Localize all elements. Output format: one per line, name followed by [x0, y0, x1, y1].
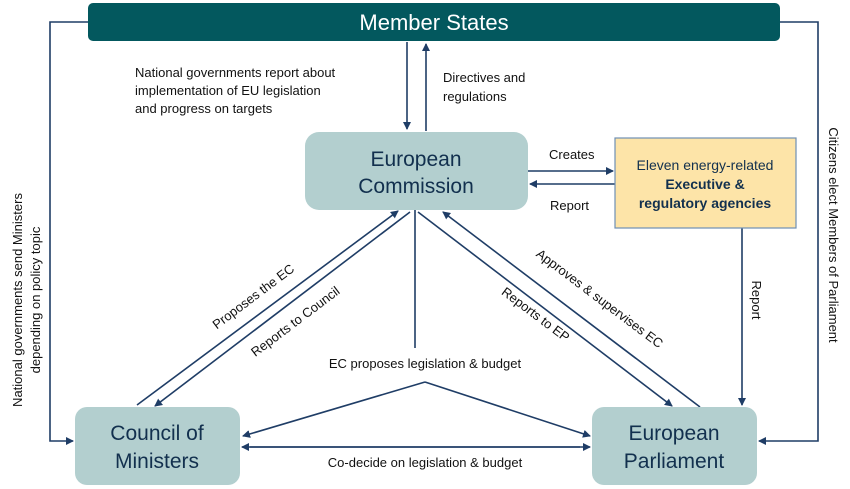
national-report-label-1: National governments report about: [135, 65, 336, 80]
agencies-node: Eleven energy-related Executive & regula…: [614, 137, 797, 229]
council-title-2: Ministers: [115, 450, 199, 473]
right-citizens-arrow: [758, 21, 819, 445]
national-report-label-2: implementation of EU legislation: [135, 83, 321, 98]
proposes-ec-arrow: [136, 210, 399, 406]
member-states-node: Member States: [88, 3, 780, 41]
reports-council-arrow: [154, 211, 411, 407]
report-down-label: Report: [749, 280, 764, 319]
national-report-label-3: and progress on targets: [135, 101, 273, 116]
agencies-line-3: regulatory agencies: [639, 195, 771, 211]
agencies-line-2: Executive &: [665, 176, 744, 192]
ec-proposes-council-arrow: [242, 381, 426, 438]
approves-arrow: [442, 211, 701, 408]
right-side-label: Citizens elect Members of Parliament: [826, 127, 841, 343]
left-side-label-2: depending on policy topic: [28, 226, 43, 373]
agency-report-label: Report: [550, 198, 589, 213]
reports-ep-label: Reports to EP: [499, 284, 573, 345]
codecide-label: Co-decide on legislation & budget: [328, 455, 523, 470]
ec-proposes-ep-arrow: [424, 381, 591, 438]
left-ministers-arrow: [49, 21, 88, 445]
commission-title-1: European: [370, 148, 461, 171]
ec-proposes-label: EC proposes legislation & budget: [329, 356, 522, 371]
parliament-node: European Parliament: [592, 407, 757, 485]
member-states-title: Member States: [359, 10, 508, 35]
agencies-line-1: Eleven energy-related: [637, 157, 774, 173]
parliament-title-1: European: [628, 422, 719, 445]
creates-label: Creates: [549, 147, 595, 162]
council-node: Council of Ministers: [75, 407, 240, 485]
left-side-label-1: National governments send Ministers: [10, 193, 25, 407]
directives-label-2: regulations: [443, 89, 507, 104]
connectors: [49, 21, 819, 451]
reports-ep-arrow: [417, 211, 673, 407]
commission-node: European Commission: [305, 132, 528, 210]
parliament-title-2: Parliament: [624, 450, 725, 473]
directives-label-1: Directives and: [443, 70, 525, 85]
council-title-1: Council of: [110, 422, 204, 445]
commission-title-2: Commission: [358, 175, 474, 198]
